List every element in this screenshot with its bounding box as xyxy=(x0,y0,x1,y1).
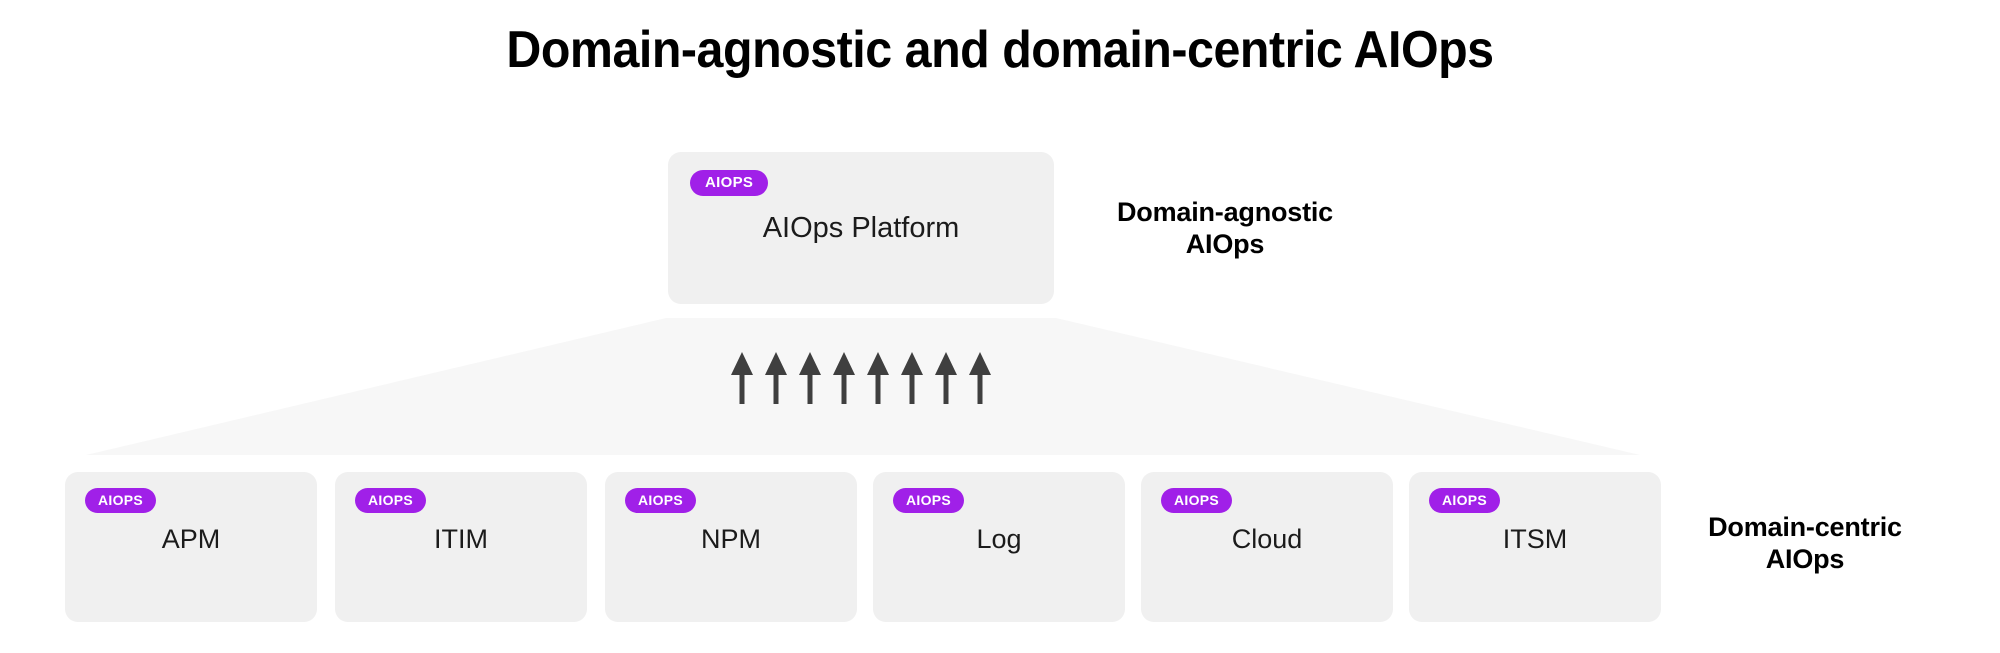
aiops-platform-card[interactable]: AIOPS AIOps Platform xyxy=(668,152,1054,304)
domain-agnostic-line-1: Domain-agnostic xyxy=(1116,197,1334,227)
aiops-badge: AIOPS xyxy=(1161,488,1233,513)
domain-card-label: Cloud xyxy=(1231,524,1303,554)
aiops-badge: AIOPS xyxy=(1429,488,1501,513)
domain-centric-line-2: AIOps xyxy=(1765,543,1845,574)
page-title: Domain-agnostic and domain-centric AIOps xyxy=(506,21,1494,79)
aiops-badge: AIOPS xyxy=(355,488,427,513)
aiops-badge: AIOPS xyxy=(690,170,769,196)
domain-card-itsm[interactable]: AIOPS ITSM xyxy=(1409,472,1661,622)
aiops-badge: AIOPS xyxy=(625,488,697,513)
domain-agnostic-line-2: AIOps xyxy=(1185,228,1265,259)
aiops-badge: AIOPS xyxy=(85,488,157,513)
domain-card-label: ITIM xyxy=(434,524,488,554)
aiops-platform-label: AIOps Platform xyxy=(762,212,960,244)
domain-card-label: NPM xyxy=(701,524,761,554)
arrow-up-icon xyxy=(731,352,991,404)
domain-centric-label: Domain-centric AIOps xyxy=(1655,512,1955,576)
domain-card-cloud[interactable]: AIOPS Cloud xyxy=(1141,472,1393,622)
domain-card-npm[interactable]: AIOPS NPM xyxy=(605,472,857,622)
domain-card-apm[interactable]: AIOPS APM xyxy=(65,472,317,622)
domain-card-label: ITSM xyxy=(1502,524,1568,554)
domain-centric-line-1: Domain-centric xyxy=(1708,512,1902,542)
domain-card-log[interactable]: AIOPS Log xyxy=(873,472,1125,622)
funnel-trapezoid xyxy=(86,318,1640,455)
domain-agnostic-label: Domain-agnostic AIOps xyxy=(1060,197,1390,261)
domain-card-label: APM xyxy=(161,524,221,554)
domain-card-label: Log xyxy=(976,524,1022,554)
aiops-badge: AIOPS xyxy=(893,488,965,513)
domain-card-itim[interactable]: AIOPS ITIM xyxy=(335,472,587,622)
